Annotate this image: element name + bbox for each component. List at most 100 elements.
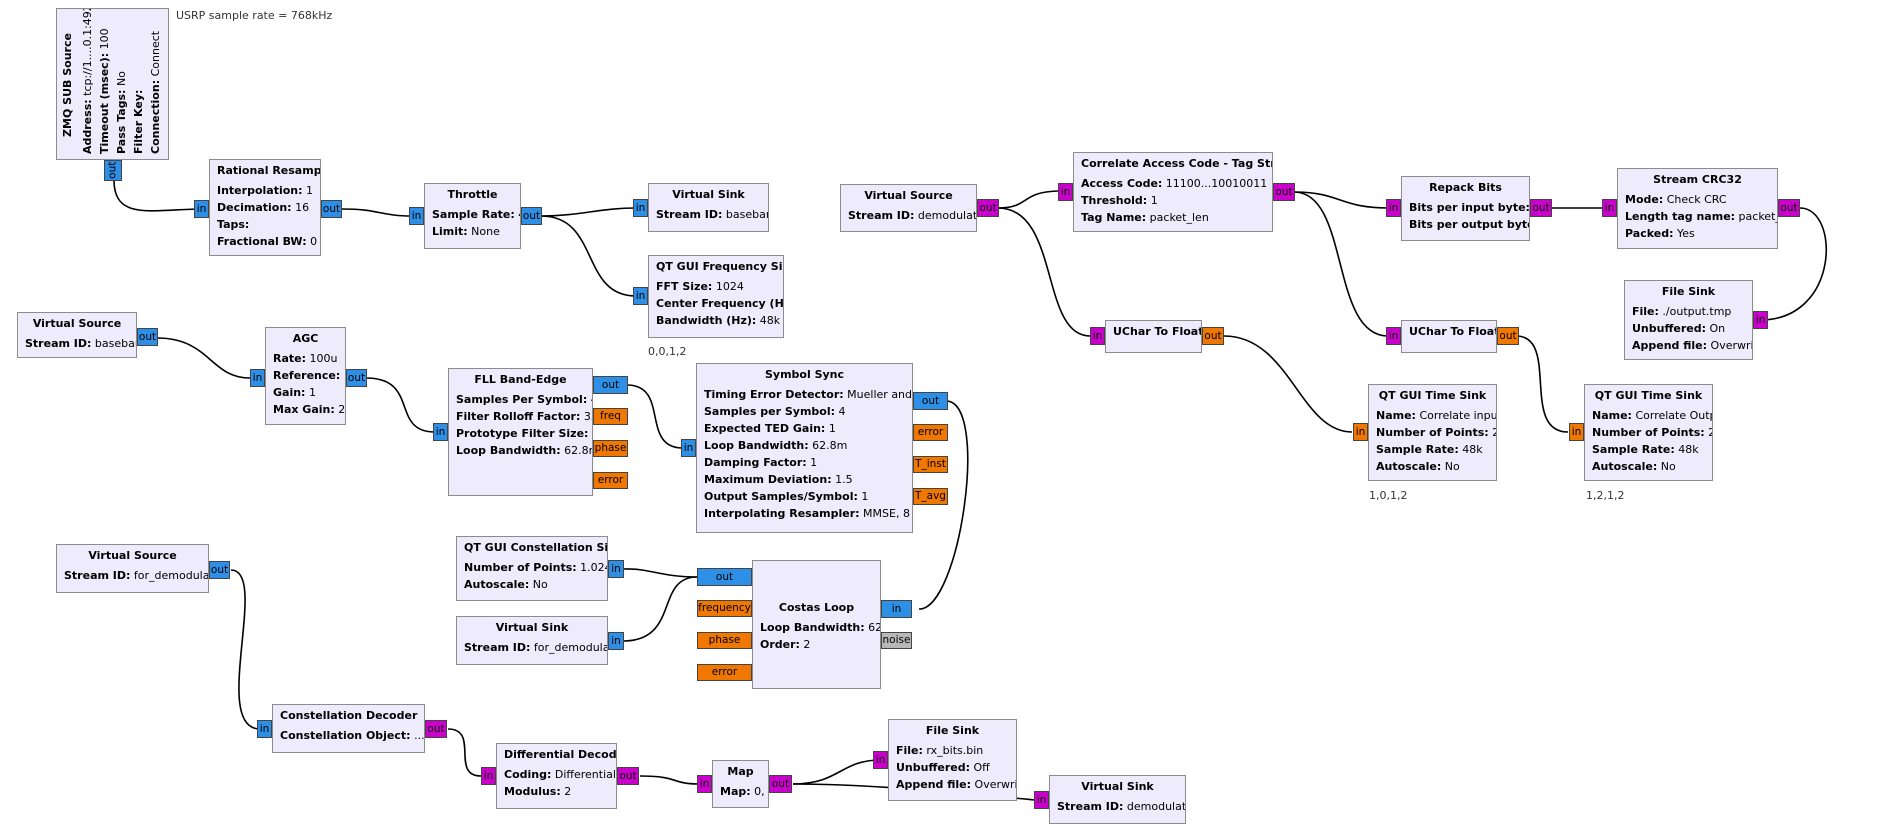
port-vsrcdemodulated-out[interactable]: out [977,199,999,217]
block-stream-crc32[interactable]: Stream CRC32 Mode: Check CRC Length tag … [1617,168,1778,249]
block-qt-gui-constellation-sink[interactable]: QT GUI Constellation Sink Number of Poin… [456,536,608,601]
port-constdec-out[interactable]: out [425,720,447,738]
block-zmq-content: ZMQ SUB Source Address: tcp://1....0.1:4… [57,9,168,159]
port-constsink-in[interactable]: in [608,560,624,578]
block-fll-band-edge[interactable]: FLL Band-Edge Samples Per Symbol: 4 Filt… [448,368,593,496]
wire-fll-symsync [626,384,684,449]
port-agc-in[interactable]: in [250,369,265,387]
port-costas-in[interactable]: in [881,600,912,618]
block-file-sink-output[interactable]: File Sink File: ./output.tmp Unbuffered:… [1624,280,1753,360]
block-constellation-decoder[interactable]: Constellation Decoder Constellation Obje… [272,704,425,753]
port-repack-out[interactable]: out [1530,199,1552,217]
port-symsync-out[interactable]: out [913,392,948,410]
block-symbol-sync[interactable]: Symbol Sync Timing Error Detector: Muell… [696,363,913,533]
block-correlate-access-code[interactable]: Correlate Access Code - Tag Stream Acces… [1073,152,1273,232]
block-virtual-source-demodulated[interactable]: Virtual Source Stream ID: demodulated [840,184,977,232]
port-symsync-tavg[interactable]: T_avg [913,488,948,505]
port-resampler-out[interactable]: out [321,200,342,218]
port-fll-in[interactable]: in [433,423,448,441]
port-freqsink-in[interactable]: in [633,287,648,305]
port-diffdec-in[interactable]: in [481,767,496,785]
port-vsinkdemod-in[interactable]: in [608,632,624,650]
port-fll-freq[interactable]: freq [593,408,628,425]
block-costas-loop[interactable]: Costas Loop Loop Bandwidth: 62.8m Order:… [752,560,881,689]
block-agc[interactable]: AGC Rate: 100u Reference: 1 Gain: 1 Max … [265,327,346,425]
port-vsrc-baseband-out[interactable]: out [137,328,158,346]
port-vsink-baseband-in[interactable]: in [633,199,648,217]
port-symsync-error[interactable]: error [913,424,948,441]
wire-crc-filesinkout [1759,207,1827,321]
block-uchar-to-float-1[interactable]: UChar To Float [1105,320,1202,353]
port-symsync-in[interactable]: in [681,439,696,457]
port-crc-out[interactable]: out [1778,199,1800,217]
port-zmq-out[interactable]: out [104,160,122,181]
port-agc-out[interactable]: out [346,369,367,387]
block-param: Order: 2 [760,638,811,651]
block-qt-gui-frequency-sink[interactable]: QT GUI Frequency Sink FFT Size: 1024 Cen… [648,255,784,338]
block-param: FFT Size: 1024 [656,280,744,293]
block-param: Interpolation: 1 [217,184,314,197]
gui-hint-timesink2: 1,2,1,2 [1586,489,1625,502]
port-uchar1-in[interactable]: in [1090,327,1105,345]
block-qt-gui-time-sink-2[interactable]: QT GUI Time Sink Name: Correlate Output … [1584,384,1713,481]
block-repack-bits[interactable]: Repack Bits Bits per input byte: 1 Bits … [1401,176,1530,241]
port-map-out[interactable]: out [769,775,792,793]
block-virtual-source-baseband[interactable]: Virtual Source Stream ID: baseband [17,312,137,358]
block-param: Access Code: 11100...10010011 [1081,177,1268,190]
port-costas-out[interactable]: out [697,568,752,586]
block-virtual-sink-baseband[interactable]: Virtual Sink Stream ID: baseband [648,183,769,232]
block-title: Virtual Sink [672,188,745,201]
port-uchar1-out[interactable]: out [1202,327,1224,345]
port-uchar2-in[interactable]: in [1386,327,1401,345]
port-costas-frequency[interactable]: frequency [697,600,752,617]
block-title: Virtual Sink [1081,780,1154,793]
block-param: Unbuffered: On [1632,322,1726,335]
block-param: Output Samples/Symbol: 1 [704,490,869,503]
port-repack-in[interactable]: in [1386,199,1401,217]
block-rational-resampler[interactable]: Rational Resampler Interpolation: 1 Deci… [209,159,321,256]
port-corr-out[interactable]: out [1273,183,1295,201]
block-throttle[interactable]: Throttle Sample Rate: 48k Limit: None [424,183,521,249]
block-uchar-to-float-2[interactable]: UChar To Float [1401,320,1497,353]
block-param: Autoscale: No [1376,460,1460,473]
port-costas-phase[interactable]: phase [697,632,752,649]
block-param: Limit: None [432,225,500,238]
port-corr-in[interactable]: in [1058,183,1073,201]
port-timesink2-in[interactable]: in [1569,423,1584,441]
port-vsrcdemod-out[interactable]: out [209,561,230,579]
port-costas-error[interactable]: error [697,664,752,681]
port-crc-in[interactable]: in [1602,199,1617,217]
block-param: Map: 0, 1 [720,785,768,798]
block-virtual-sink-for-demodulation[interactable]: Virtual Sink Stream ID: for_demodulation [456,616,608,665]
block-virtual-sink-demodulated[interactable]: Virtual Sink Stream ID: demodulated [1049,775,1186,824]
block-file-sink-rx-bits[interactable]: File Sink File: rx_bits.bin Unbuffered: … [888,719,1017,801]
port-diffdec-out[interactable]: out [617,767,639,785]
wire-map-filesink [792,759,882,785]
block-virtual-source-for-demodulation[interactable]: Virtual Source Stream ID: for_demodulati… [56,544,209,593]
block-differential-decoder[interactable]: Differential Decoder Coding: Differentia… [496,743,617,809]
block-title: Rational Resampler [217,164,321,177]
block-param: Reference: 1 [273,369,345,382]
port-throttle-in[interactable]: in [409,207,424,225]
port-timesink1-in[interactable]: in [1353,423,1368,441]
port-filesinkout-in[interactable]: in [1753,311,1768,329]
port-fll-phase[interactable]: phase [593,440,628,457]
block-zmq-sub-source[interactable]: ZMQ SUB Source Address: tcp://1....0.1:4… [56,8,169,160]
port-throttle-out[interactable]: out [521,207,542,225]
block-qt-gui-time-sink-1[interactable]: QT GUI Time Sink Name: Correlate input N… [1368,384,1497,481]
port-fll-out[interactable]: out [593,376,628,394]
block-param: Number of Points: 1.024k [464,561,607,574]
port-resampler-in[interactable]: in [194,200,209,218]
block-param: Timing Error Detector: Mueller and Mülle… [704,388,913,401]
block-map[interactable]: Map Map: 0, 1 [712,760,769,808]
port-uchar2-out[interactable]: out [1497,327,1519,345]
port-costas-noise[interactable]: noise [881,632,912,649]
port-symsync-tinst[interactable]: T_inst [913,456,948,473]
port-fll-error[interactable]: error [593,472,628,489]
port-filesinkrx-in[interactable]: in [873,751,888,769]
port-map-in[interactable]: in [697,775,712,793]
block-param: Bandwidth (Hz): 48k [656,314,781,327]
port-vsinkdemodulated-in[interactable]: in [1034,791,1049,809]
port-constdec-in[interactable]: in [257,720,272,738]
